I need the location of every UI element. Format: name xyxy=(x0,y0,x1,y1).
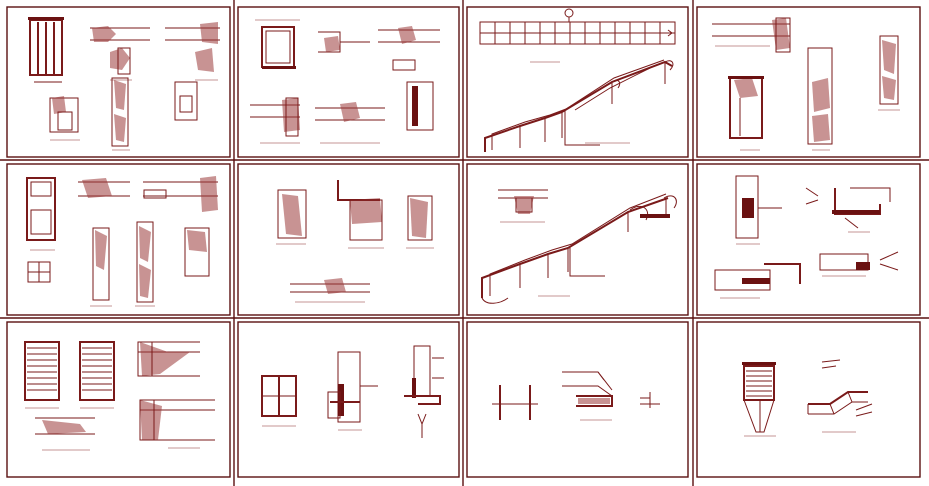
panel-frame-door-details-2 xyxy=(6,163,231,316)
panel-frame-louver-vent-detail xyxy=(696,321,921,478)
panel-frame-louver-door-details xyxy=(6,321,231,478)
panel-window-flashing-details xyxy=(261,345,444,438)
panel-handrail-elevation xyxy=(479,8,676,152)
panel-frame-jamb-sections xyxy=(237,163,460,316)
panel-frame-stair-perspective xyxy=(466,163,689,316)
panel-louver-door-details xyxy=(24,341,215,451)
panel-door-details-2 xyxy=(26,176,218,307)
panel-frame-frame-sections xyxy=(696,6,921,158)
panel-frame-door-details-1 xyxy=(6,6,231,158)
panel-window-sections xyxy=(250,19,440,144)
panel-frame-sill-details xyxy=(696,163,921,316)
panel-stair-perspective xyxy=(481,189,677,304)
panel-frame-handrail-elevation xyxy=(466,6,689,158)
panel-anchor-details xyxy=(492,371,660,421)
panel-sill-details xyxy=(714,175,899,299)
panel-frame-window-flashing-details xyxy=(237,321,460,478)
panel-jamb-sections xyxy=(276,180,434,303)
panel-door-details-1 xyxy=(28,17,220,151)
panel-frame-sections xyxy=(712,17,900,151)
panel-frame-anchor-details xyxy=(466,321,689,478)
panel-frame-window-sections xyxy=(237,6,460,158)
panel-louver-vent-detail xyxy=(742,359,873,437)
